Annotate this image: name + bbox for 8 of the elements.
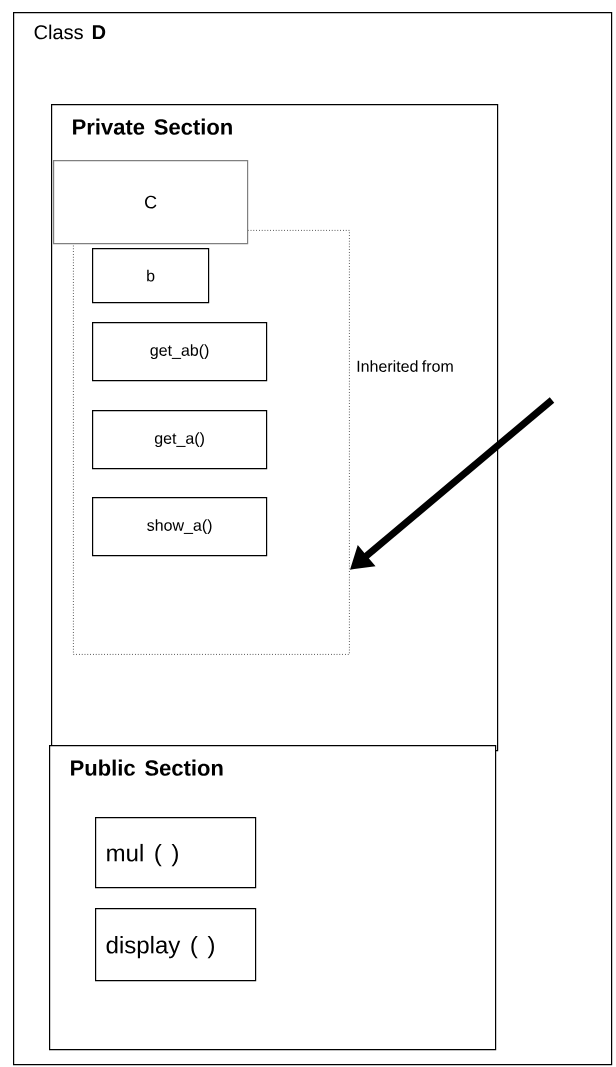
member-box: b <box>92 248 210 304</box>
member-box: get_a() <box>92 410 268 470</box>
member-box: mul ( ) <box>95 817 257 889</box>
member-box: get_ab() <box>92 322 268 382</box>
member-box: show_a() <box>92 497 268 557</box>
annotation-text: Inherited from <box>357 360 453 372</box>
member-box: display ( ) <box>95 908 257 982</box>
class-box: C <box>53 160 249 245</box>
